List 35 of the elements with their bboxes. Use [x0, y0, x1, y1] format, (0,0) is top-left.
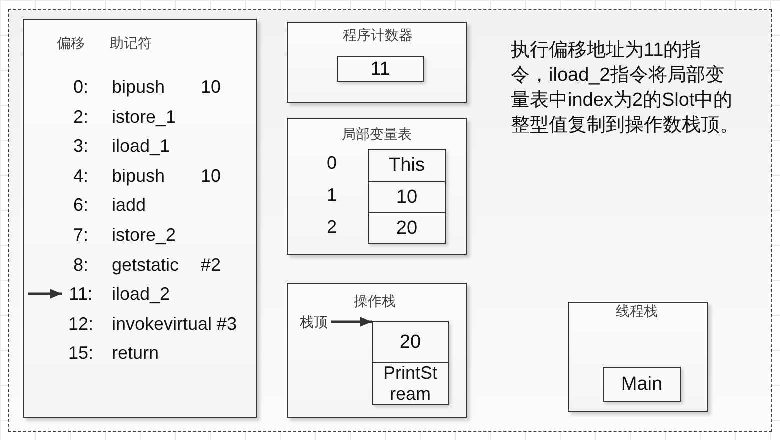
panel-title: 程序计数器: [343, 27, 413, 43]
stack-top-label: 栈顶: [300, 314, 328, 330]
instruction-row: 12: invokevirtual #3: [62, 313, 238, 335]
program-counter-panel: [287, 22, 467, 103]
instruction-row: 0: bipush 10: [62, 76, 222, 98]
variable-slot: 10: [368, 181, 446, 213]
instruction-row: 8: getstatic #2: [62, 254, 222, 276]
slot-index: 1: [327, 184, 337, 206]
instruction-row: 2: istore_1: [62, 106, 196, 128]
counter-value-box: 11: [337, 56, 424, 82]
panel-title: 线程栈: [616, 303, 658, 319]
thread-stack-panel: [568, 302, 708, 412]
instruction-row: 15: return: [62, 342, 196, 364]
instruction-row: 3: iload_1: [62, 135, 196, 157]
instruction-row: 4: bipush 10: [62, 165, 222, 187]
operand-stack-panel: [287, 283, 467, 418]
panel-title: 局部变量表: [342, 126, 412, 142]
arrow: [331, 317, 372, 327]
stack-entry: 20: [372, 321, 449, 363]
instruction-row: 7: istore_2: [62, 224, 196, 246]
column-header: 助记符: [110, 35, 152, 51]
stack-entry: PrintStream: [372, 362, 449, 405]
variable-slot: This: [368, 149, 446, 182]
instruction-row: 6: iadd: [62, 194, 196, 216]
instruction-row: 11: iload_2: [62, 283, 196, 305]
arrow: [28, 289, 62, 299]
local-variable-table-panel: [287, 118, 467, 255]
description-text: 执行偏移地址为11的指令，iload_2指令将局部变量表中index为2的Slot中的整型值复制到操作数栈顶。: [511, 39, 739, 138]
variable-slot: 20: [368, 212, 446, 244]
column-header: 偏移: [57, 35, 85, 51]
panel-title: 操作栈: [354, 293, 396, 309]
slot-index: 2: [327, 216, 337, 238]
stack-frame-box: Main: [603, 367, 681, 402]
slot-index: 0: [327, 152, 337, 174]
bytecode-panel: [23, 19, 257, 418]
